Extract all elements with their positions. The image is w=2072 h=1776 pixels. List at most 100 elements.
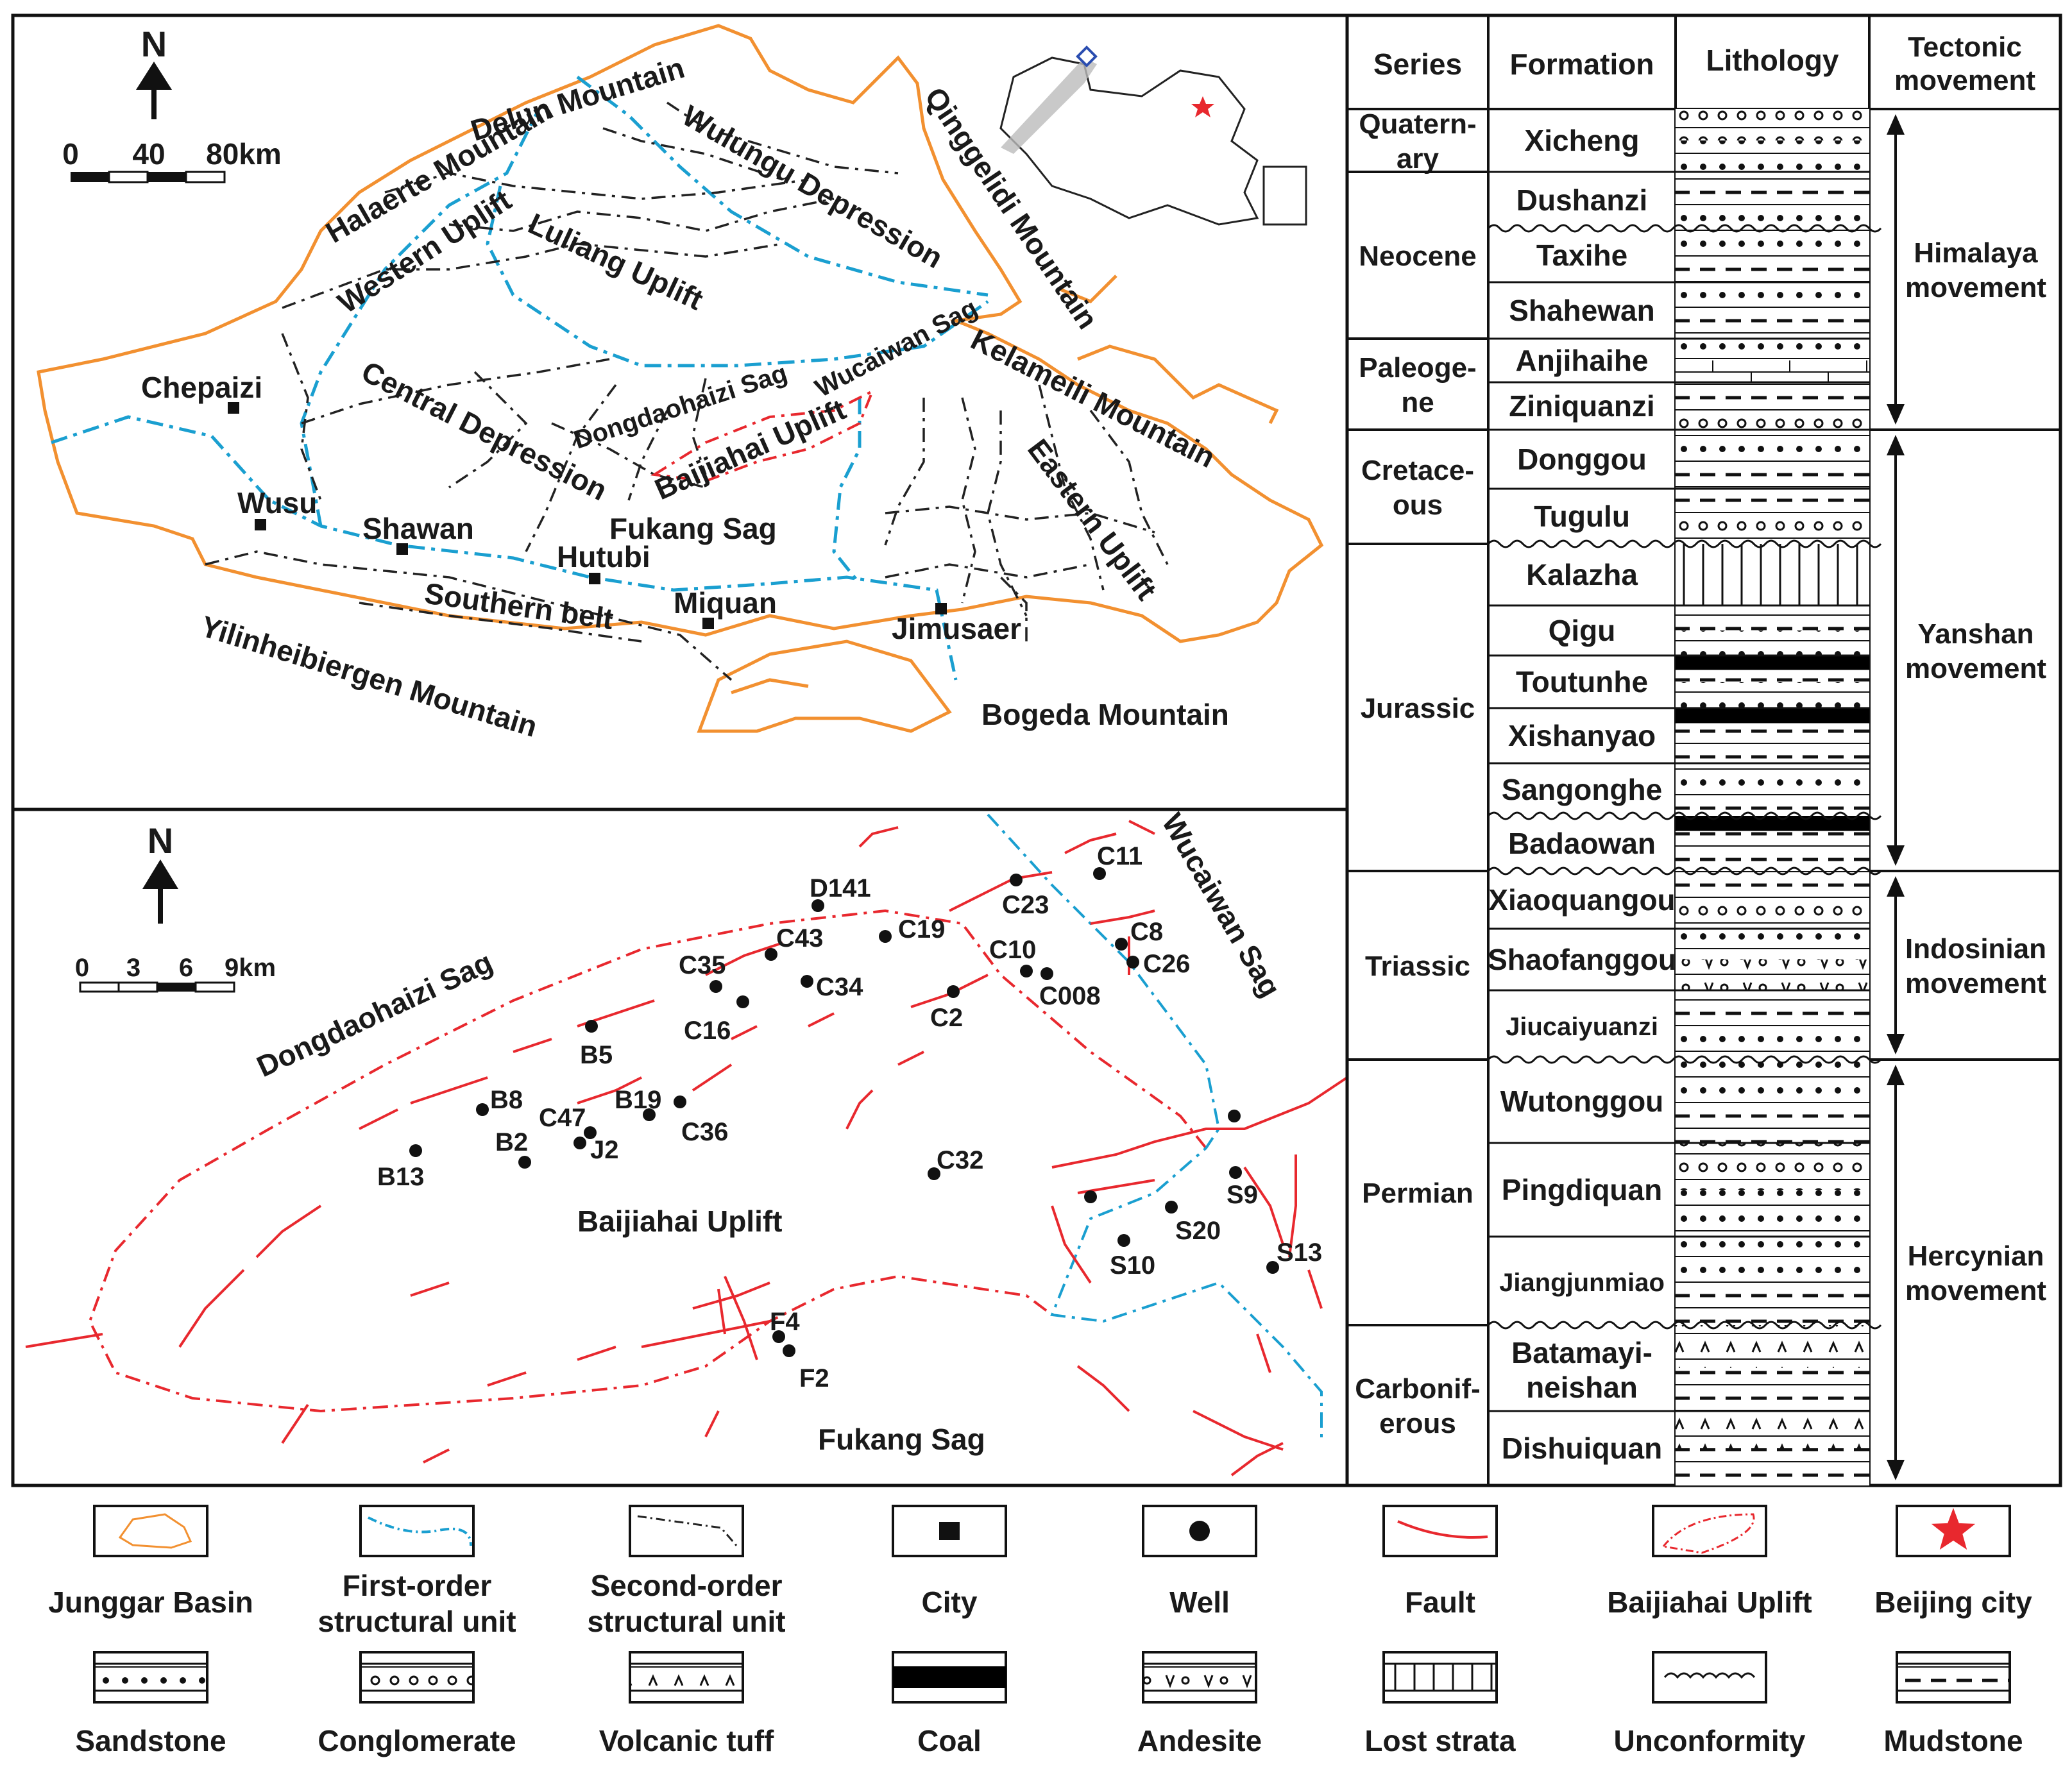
city-label: Wusu	[237, 486, 317, 520]
well-label: C26	[1143, 950, 1190, 978]
well-label: B13	[377, 1163, 424, 1191]
formation-label: Donggou	[1517, 443, 1647, 476]
formation-label: Shaofanggou	[1488, 943, 1676, 976]
scale-tick: 0	[62, 137, 79, 171]
well-label: B8	[490, 1086, 523, 1114]
column-header: Series	[1373, 47, 1462, 81]
formation-label: Ziniquanzi	[1509, 389, 1654, 423]
formation-label: Pingdiquan	[1502, 1173, 1662, 1206]
scale-tick: 6	[179, 954, 193, 982]
series-label: ous	[1393, 489, 1443, 521]
formation-label: Xicheng	[1525, 124, 1640, 157]
well-label: C8	[1130, 918, 1163, 946]
series-label: Neocene	[1359, 241, 1476, 272]
uplift-outline-icon	[1652, 1505, 1767, 1557]
formation-label: neishan	[1526, 1371, 1638, 1404]
city-square-icon	[892, 1505, 1007, 1557]
junggar-basin-map: N 0 40 80km Halaerte Mountain Delun Moun…	[11, 13, 1349, 811]
formation-label: Xiaoquangou	[1488, 883, 1675, 917]
scale-tick: 80km	[206, 137, 282, 171]
north-arrow-top: N	[136, 24, 172, 119]
mudstone-icon	[1896, 1651, 2011, 1704]
formation-label: Tugulu	[1534, 500, 1630, 533]
legend-label: Junggar Basin	[48, 1586, 253, 1619]
city-label: Chepaizi	[141, 371, 262, 404]
well-label: C47	[539, 1104, 586, 1132]
formation-label: Taxihe	[1536, 239, 1627, 272]
well-label: C32	[937, 1146, 983, 1174]
formation-label: Jiucaiyuanzi	[1506, 1013, 1658, 1041]
well-label: C43	[776, 924, 823, 952]
well-label: C10	[989, 936, 1036, 964]
well-dot-icon	[1142, 1505, 1257, 1557]
well-label: C11	[1097, 842, 1142, 870]
basin-outline-icon	[93, 1505, 208, 1557]
basin-inlet-outline	[1058, 275, 1279, 425]
andesite-icon	[1142, 1651, 1257, 1704]
north-arrow-bottom: N	[142, 820, 178, 924]
movement-label: movement	[1905, 968, 2046, 999]
formation-label: Qigu	[1549, 614, 1616, 647]
well-label: S10	[1110, 1251, 1155, 1280]
series-label: ary	[1397, 143, 1439, 174]
legend-label: Fault	[1405, 1586, 1475, 1619]
column-header: Formation	[1510, 47, 1654, 81]
legend-label: Conglomerate	[318, 1724, 516, 1757]
scale-tick: 0	[75, 954, 89, 982]
china-inset-map	[999, 46, 1307, 226]
formation-label: Sangonghe	[1502, 773, 1662, 806]
well-label: C34	[816, 973, 863, 1001]
well-label: C36	[681, 1118, 728, 1146]
well-label: S20	[1175, 1217, 1221, 1245]
legend-label: structural unit	[587, 1605, 785, 1638]
movement-label: Yanshan	[1918, 618, 2034, 650]
unit-label: Fukang Sag	[609, 512, 777, 545]
legend-label: Baijiahai Uplift	[1607, 1586, 1812, 1619]
coal-icon	[892, 1651, 1007, 1704]
legend-label: Mudstone	[1883, 1724, 2023, 1757]
scale-tick: 40	[132, 137, 165, 171]
well-label: C16	[684, 1017, 731, 1045]
series-label: Jurassic	[1361, 693, 1475, 724]
sandstone-icon	[93, 1651, 208, 1704]
second-order-lines	[205, 101, 1169, 681]
formation-label: Toutunhe	[1516, 665, 1648, 698]
city-label: Jimusaer	[892, 612, 1021, 645]
city-label: Miquan	[674, 586, 777, 620]
formation-label: Xishanyao	[1508, 719, 1656, 752]
well-label: F4	[770, 1308, 800, 1336]
movement-label: movement	[1905, 1275, 2046, 1307]
beijing-star-icon	[1191, 96, 1214, 117]
uplift-label: Baijiahai Uplift	[577, 1205, 782, 1238]
well-label: C19	[898, 915, 945, 943]
movement-label: Hercynian	[1908, 1240, 2044, 1272]
fault-line-icon	[1382, 1505, 1498, 1557]
series-label: Paleoge-	[1359, 352, 1476, 384]
scale-bar-bottom: 0 3 6 9km	[75, 954, 276, 993]
city-label: Shawan	[362, 512, 474, 545]
legend-label: Unconformity	[1614, 1724, 1806, 1757]
well-label: B5	[580, 1041, 613, 1069]
city-label: Hutubi	[557, 540, 650, 573]
movement-label: movement	[1905, 653, 2046, 684]
first-order-line-icon	[359, 1505, 475, 1557]
column-header: movement	[1894, 65, 2035, 96]
unconformity-icon	[1652, 1651, 1767, 1704]
north-label: N	[141, 24, 167, 64]
series-label: Carbonif-	[1355, 1373, 1481, 1405]
scale-bar-top: 0 40 80km	[62, 137, 282, 183]
well-label: B19	[615, 1086, 661, 1114]
bottom-map-frame	[11, 808, 1349, 1487]
movement-label: Himalaya	[1914, 237, 2038, 269]
formation-label: Anjihaihe	[1515, 344, 1648, 377]
first-order-lines-bottom	[987, 813, 1323, 1443]
legend-label: City	[922, 1586, 978, 1619]
legend-label: Well	[1169, 1586, 1230, 1619]
column-header: Tectonic	[1908, 31, 2022, 63]
well-label: C2	[930, 1004, 963, 1032]
column-header: Lithology	[1706, 44, 1839, 77]
well-markers	[409, 867, 1279, 1357]
